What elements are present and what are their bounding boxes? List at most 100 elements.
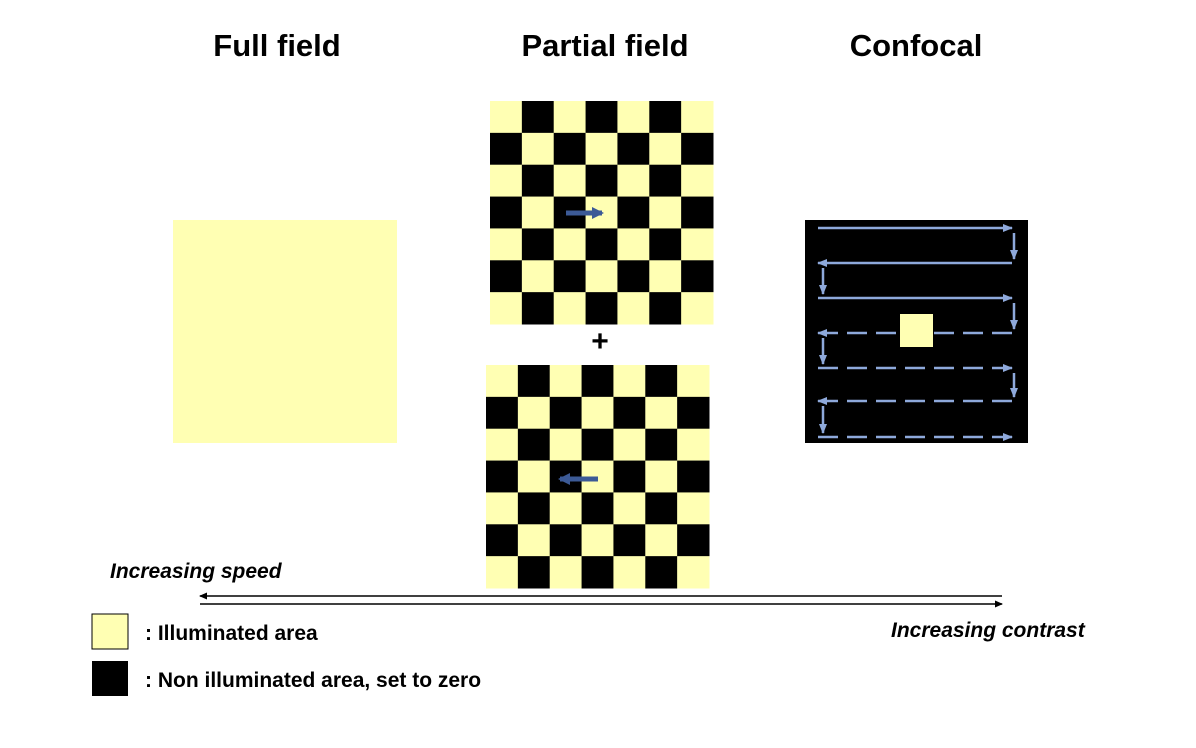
checker-cell [677, 524, 710, 557]
checker-cell [549, 396, 583, 430]
checker-cell [486, 428, 519, 462]
checker-cell [681, 101, 714, 134]
checker-cell [649, 196, 682, 229]
checker-cell [490, 292, 523, 325]
checker-cell [581, 556, 614, 589]
checker-cell [549, 556, 583, 589]
legend-non-illuminated-swatch [92, 661, 128, 696]
checker-cell [681, 260, 714, 293]
checker-cell [585, 260, 618, 293]
checker-cell [613, 396, 646, 430]
checker-cell [681, 132, 714, 166]
title-confocal: Confocal [849, 28, 983, 63]
checker-cell [553, 228, 587, 261]
full-field-illuminated-square [173, 220, 397, 443]
checker-cell [585, 164, 618, 198]
checker-cell [549, 492, 583, 525]
checker-cell [490, 260, 523, 293]
checker-cell [553, 292, 587, 325]
checker-cell [645, 396, 678, 430]
title-partial-field: Partial field [521, 28, 689, 63]
checker-cell [490, 164, 523, 198]
checker-cell [585, 132, 618, 166]
checker-cell [549, 428, 583, 462]
increasing-speed-label: Increasing speed [110, 560, 282, 583]
checker-cell [681, 164, 714, 198]
legend-illuminated-label: : Illuminated area [145, 622, 318, 645]
checker-cell [617, 196, 650, 229]
checker-cell [486, 556, 519, 589]
checker-cell [645, 428, 678, 462]
legend-non-illuminated-label: : Non illuminated area, set to zero [145, 669, 482, 692]
checker-cell [521, 292, 555, 325]
checker-cell [549, 524, 583, 557]
checker-cell [486, 492, 519, 525]
confocal-illuminated-spot [900, 314, 933, 347]
checker-cell [581, 365, 614, 398]
checker-cell [486, 365, 519, 398]
checker-cell [553, 101, 587, 134]
checker-cell [613, 428, 646, 462]
checker-cell [521, 228, 555, 261]
checker-cell [617, 101, 650, 134]
checker-cell [677, 365, 710, 398]
checker-cell [486, 460, 519, 493]
checker-cell [645, 556, 678, 589]
checker-cell [649, 260, 682, 293]
checkerboard-top [490, 101, 714, 325]
checker-cell [521, 196, 555, 229]
checker-cell [585, 292, 618, 325]
checker-cell [549, 365, 583, 398]
checker-cell [617, 164, 650, 198]
checker-cell [581, 524, 614, 557]
checker-cell [649, 228, 682, 261]
checker-cell [486, 524, 519, 557]
checker-cell [581, 396, 614, 430]
checker-cell [490, 101, 523, 134]
checker-cell [617, 132, 650, 166]
checker-cell [581, 428, 614, 462]
checker-cell [517, 365, 551, 398]
checker-cell [521, 132, 555, 166]
checker-cell [617, 228, 650, 261]
checker-cell [645, 524, 678, 557]
checker-cell [581, 492, 614, 525]
checker-cell [521, 260, 555, 293]
checker-cell [517, 524, 551, 557]
checker-cell [613, 492, 646, 525]
checker-cell [649, 164, 682, 198]
title-full-field: Full field [213, 28, 341, 63]
checker-cell [645, 460, 678, 493]
checker-cell [677, 428, 710, 462]
checker-cell [677, 460, 710, 493]
checker-cell [613, 524, 646, 557]
checker-cell [486, 396, 519, 430]
increasing-contrast-label: Increasing contrast [891, 619, 1085, 642]
checker-cell [585, 101, 618, 134]
checker-cell [521, 101, 555, 134]
checker-cell [490, 228, 523, 261]
checker-cell [553, 164, 587, 198]
checker-cell [645, 492, 678, 525]
checker-cell [681, 228, 714, 261]
checker-cell [490, 132, 523, 166]
checker-cell [613, 556, 646, 589]
checker-cell [681, 196, 714, 229]
checker-cell [517, 396, 551, 430]
checker-cell [521, 164, 555, 198]
checker-cell [645, 365, 678, 398]
checker-cell [677, 396, 710, 430]
checker-cell [613, 460, 646, 493]
plus-sign: + [591, 325, 609, 358]
checker-cell [649, 101, 682, 134]
confocal-scan-path [817, 224, 1018, 441]
checker-cell [553, 132, 587, 166]
checker-cell [613, 365, 646, 398]
checker-cell [517, 428, 551, 462]
checker-cell [649, 292, 682, 325]
checker-cell [517, 556, 551, 589]
checker-cell [649, 132, 682, 166]
checker-cell [553, 260, 587, 293]
checker-cell [617, 260, 650, 293]
